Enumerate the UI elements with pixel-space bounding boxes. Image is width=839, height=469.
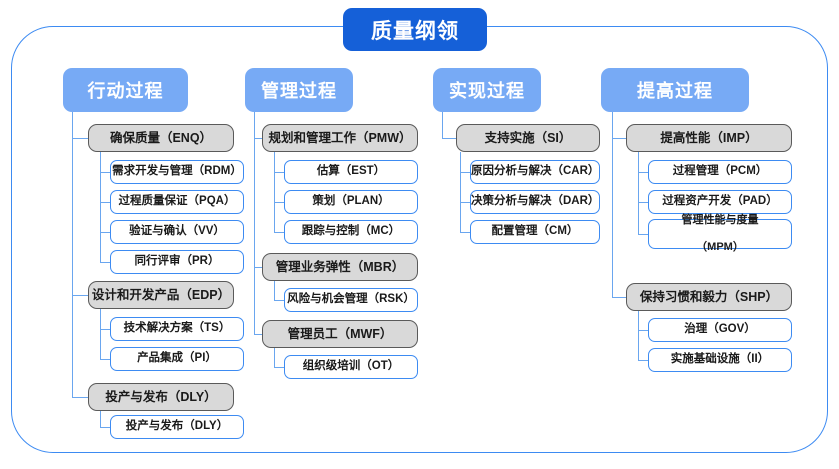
leaf-box[interactable]: 过程质量保证（PQA） — [110, 190, 244, 214]
leaf-stem — [274, 232, 284, 234]
leaf-box[interactable]: 过程资产开发（PAD） — [648, 190, 792, 214]
leaf-stem — [460, 232, 470, 234]
leaf-box[interactable]: 跟踪与控制（MC） — [284, 220, 418, 244]
root-title-box: 质量纲领 — [343, 8, 487, 51]
group-box[interactable]: 设计和开发产品（EDP） — [88, 281, 234, 309]
child-trunk — [274, 152, 276, 232]
child-trunk — [274, 348, 276, 367]
leaf-box[interactable]: 同行评审（PR） — [110, 250, 244, 274]
leaf-stem — [638, 234, 648, 236]
leaf-stem — [100, 202, 110, 204]
group-box[interactable]: 提高性能（IMP） — [626, 124, 792, 152]
group-stem-2-3 — [254, 334, 262, 336]
child-trunk — [638, 311, 640, 360]
leaf-stem — [638, 330, 648, 332]
leaf-box[interactable]: 验证与确认（VV） — [110, 220, 244, 244]
leaf-box[interactable]: 风险与机会管理（RSK） — [284, 288, 418, 312]
leaf-stem — [638, 202, 648, 204]
leaf-line: 管理性能与度量 — [681, 214, 759, 227]
leaf-box[interactable]: 实施基础设施（II） — [648, 348, 792, 372]
leaf-stem — [100, 427, 110, 429]
group-stem-1-2 — [72, 295, 88, 297]
child-trunk — [100, 309, 102, 359]
leaf-box[interactable]: 治理（GOV） — [648, 318, 792, 342]
group-box[interactable]: 支持实施（SI） — [456, 124, 600, 152]
leaf-stem — [274, 367, 284, 369]
group-box[interactable]: 规划和管理工作（PMW） — [262, 124, 418, 152]
group-stem-2-1 — [254, 138, 262, 140]
column-header-2[interactable]: 管理过程 — [245, 68, 353, 112]
group-stem-1-1 — [72, 138, 88, 140]
column-trunk-3 — [442, 112, 444, 138]
group-box[interactable]: 投产与发布（DLY） — [88, 383, 234, 411]
leaf-box[interactable]: 技术解决方案（TS） — [110, 317, 244, 341]
leaf-stem — [460, 202, 470, 204]
leaf-box[interactable]: 决策分析与解决（DAR） — [470, 190, 600, 214]
leaf-box[interactable]: 估算（EST） — [284, 160, 418, 184]
leaf-stem — [460, 172, 470, 174]
leaf-box[interactable]: 原因分析与解决（CAR） — [470, 160, 600, 184]
leaf-stem — [100, 232, 110, 234]
leaf-box[interactable]: 需求开发与管理（RDM） — [110, 160, 244, 184]
column-header-3[interactable]: 实现过程 — [433, 68, 541, 112]
group-box[interactable]: 管理员工（MWF） — [262, 320, 418, 348]
group-box[interactable]: 管理业务弹性（MBR） — [262, 253, 418, 281]
leaf-stem — [100, 329, 110, 331]
leaf-stem — [638, 172, 648, 174]
leaf-box[interactable]: 策划（PLAN） — [284, 190, 418, 214]
group-box[interactable]: 确保质量（ENQ） — [88, 124, 234, 152]
child-trunk — [100, 411, 102, 427]
group-stem-2-2 — [254, 267, 262, 269]
leaf-box[interactable]: 组织级培训（OT） — [284, 355, 418, 379]
leaf-stem — [100, 172, 110, 174]
column-trunk-2 — [254, 112, 256, 334]
child-trunk — [100, 152, 102, 262]
leaf-stem — [274, 202, 284, 204]
leaf-box[interactable]: 投产与发布（DLY） — [110, 415, 244, 439]
group-stem-4-1 — [612, 138, 626, 140]
group-stem-1-3 — [72, 397, 88, 399]
column-header-4[interactable]: 提高过程 — [601, 68, 749, 112]
column-header-1[interactable]: 行动过程 — [63, 68, 188, 112]
leaf-stem — [274, 300, 284, 302]
column-trunk-1 — [72, 112, 74, 397]
column-trunk-4 — [612, 112, 614, 297]
child-trunk — [460, 152, 462, 232]
child-trunk — [638, 152, 640, 234]
child-trunk — [274, 281, 276, 300]
leaf-box[interactable]: 产品集成（PI） — [110, 347, 244, 371]
leaf-box[interactable]: 配置管理（CM） — [470, 220, 600, 244]
leaf-line: （MPM） — [696, 240, 744, 253]
group-stem-4-2 — [612, 297, 626, 299]
leaf-stem — [100, 359, 110, 361]
group-stem-3-1 — [442, 138, 456, 140]
leaf-stem — [100, 262, 110, 264]
group-box[interactable]: 保持习惯和毅力（SHP） — [626, 283, 792, 311]
leaf-stem — [274, 172, 284, 174]
leaf-stem — [638, 360, 648, 362]
leaf-box[interactable]: 管理性能与度量 （MPM） — [648, 214, 792, 253]
leaf-box[interactable]: 过程管理（PCM） — [648, 160, 792, 184]
